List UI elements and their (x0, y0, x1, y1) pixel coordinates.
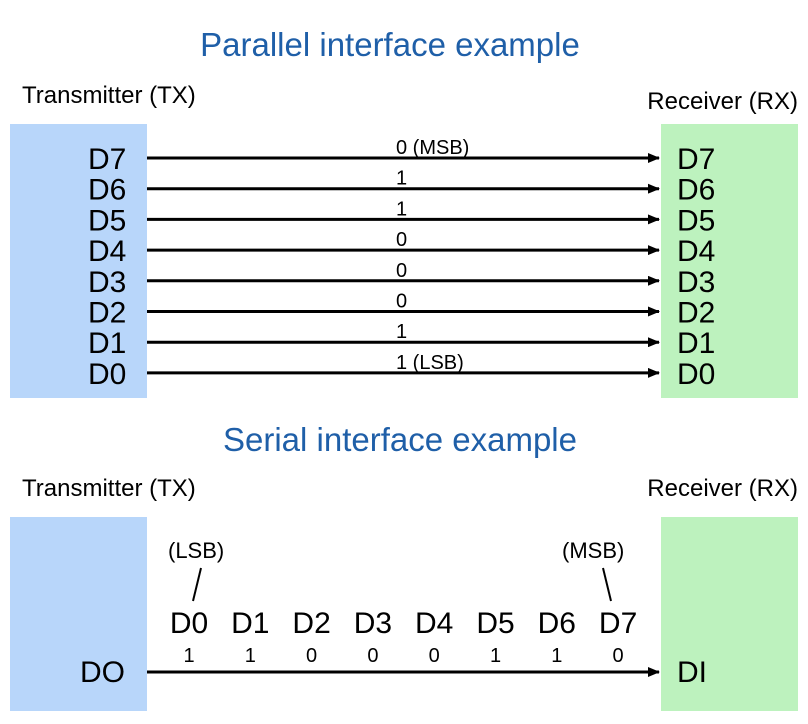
serial-bit-sequence: D0 1 D1 1 D2 0 D3 0 D4 0 D5 1 D6 1 D7 0 (170, 607, 637, 667)
parallel-bit-d5: 1 (396, 198, 407, 220)
serial-bit-value-d5: 1 (490, 645, 501, 667)
parallel-bit-d7: 0 (MSB) (396, 137, 469, 159)
serial-msb-pointer (602, 567, 612, 602)
serial-lsb-note: (LSB) (168, 538, 224, 563)
parallel-tx-pin-d6: D6 (88, 174, 126, 207)
parallel-tx-pin-d5: D5 (88, 204, 126, 237)
parallel-rx-pin-d2: D2 (677, 297, 715, 330)
parallel-rx-label: Receiver (RX) (647, 88, 798, 115)
parallel-bit-d4: 0 (396, 229, 407, 251)
serial-bit-label-d3: D3 (354, 607, 392, 640)
serial-bit-value-d2: 0 (306, 645, 317, 667)
parallel-rx-pin-d5: D5 (677, 204, 715, 237)
parallel-title: Parallel interface example (200, 26, 580, 63)
serial-bit-value-d7: 0 (613, 645, 624, 667)
parallel-bit-d2: 0 (396, 291, 407, 313)
serial-tx-box (10, 517, 147, 711)
serial-rx-pin-di: DI (677, 656, 707, 689)
parallel-rx-box (661, 124, 798, 398)
serial-tx-pin-do: DO (80, 656, 125, 689)
parallel-bit-d1: 1 (396, 321, 407, 343)
serial-bit-label-d1: D1 (231, 607, 269, 640)
serial-rx-box (661, 517, 798, 711)
parallel-tx-pin-d0: D0 (88, 358, 126, 391)
serial-lsb-pointer (192, 567, 202, 602)
parallel-rx-pin-d4: D4 (677, 235, 715, 268)
parallel-rx-pin-d6: D6 (677, 174, 715, 207)
serial-bit-value-d4: 0 (429, 645, 440, 667)
serial-bit-label-d2: D2 (292, 607, 330, 640)
parallel-bit-d6: 1 (396, 168, 407, 190)
parallel-tx-pin-d4: D4 (88, 235, 126, 268)
parallel-tx-pin-d1: D1 (88, 327, 126, 360)
serial-rx-label: Receiver (RX) (647, 475, 798, 502)
parallel-rx-pin-d7: D7 (677, 143, 715, 176)
serial-title: Serial interface example (223, 421, 577, 458)
serial-bit-label-d6: D6 (538, 607, 576, 640)
serial-bit-label-d5: D5 (476, 607, 514, 640)
serial-bit-value-d1: 1 (245, 645, 256, 667)
parallel-tx-pin-d3: D3 (88, 266, 126, 299)
serial-bit-value-d0: 1 (183, 645, 194, 667)
parallel-tx-pin-d7: D7 (88, 143, 126, 176)
serial-bit-value-d3: 0 (367, 645, 378, 667)
parallel-tx-box (10, 124, 147, 398)
serial-bit-label-d0: D0 (170, 607, 208, 640)
parallel-tx-label: Transmitter (TX) (22, 82, 196, 109)
serial-bit-value-d6: 1 (551, 645, 562, 667)
parallel-tx-pin-d2: D2 (88, 297, 126, 330)
serial-tx-label: Transmitter (TX) (22, 475, 196, 502)
parallel-bit-d3: 0 (396, 260, 407, 282)
serial-bit-label-d4: D4 (415, 607, 453, 640)
serial-bit-label-d7: D7 (599, 607, 637, 640)
parallel-rx-pin-d0: D0 (677, 358, 715, 391)
parallel-rx-pin-d3: D3 (677, 266, 715, 299)
parallel-rx-pin-d1: D1 (677, 327, 715, 360)
parallel-bit-d0: 1 (LSB) (396, 352, 464, 374)
serial-msb-note: (MSB) (562, 538, 624, 563)
